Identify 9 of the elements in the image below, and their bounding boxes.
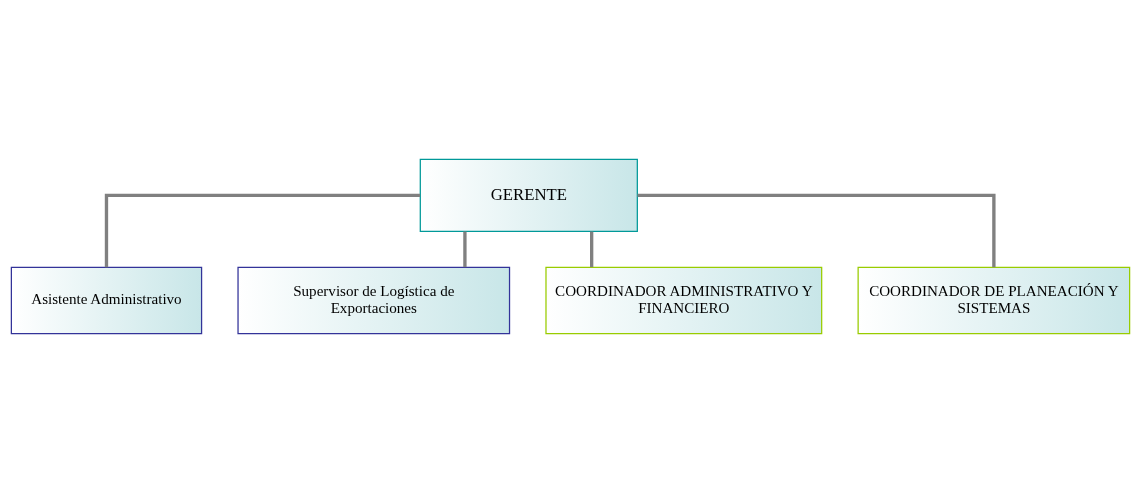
connector [104, 193, 421, 268]
node-box: COORDINADOR ADMINISTRATIVO Y FINANCIERO [545, 266, 823, 335]
connector [590, 231, 594, 268]
connector [637, 193, 996, 268]
node-box: Asistente Administrativo [10, 266, 203, 335]
connector [463, 231, 467, 268]
node-box: COORDINADOR DE PLANEACIÓN Y SISTEMAS [857, 266, 1131, 335]
node-box: GERENTE [419, 158, 638, 233]
node-box: Supervisor de Logística de Exportaciones [237, 266, 511, 335]
